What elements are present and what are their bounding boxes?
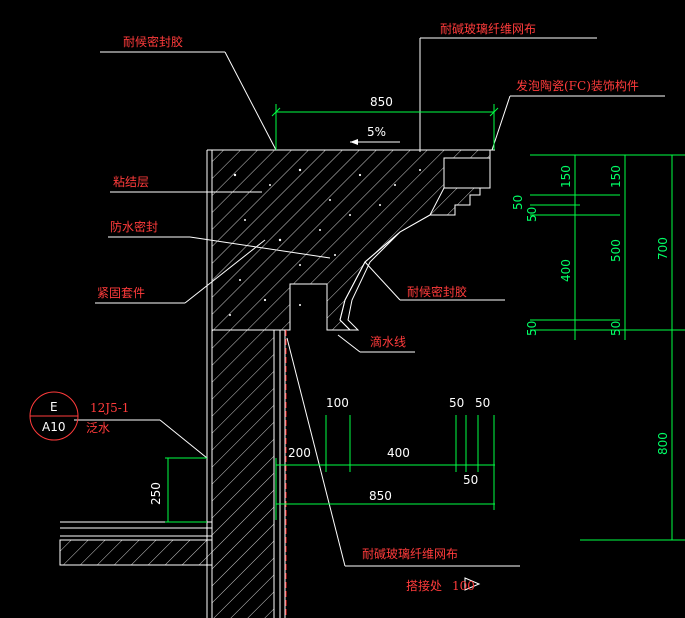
- floor-slab: [59, 521, 213, 566]
- dim-top-width: 850: [370, 95, 393, 109]
- dim-right-150-a: 150: [559, 165, 573, 188]
- dim-right-150-b: 150: [609, 165, 623, 188]
- detail-reference-circle: [29, 391, 79, 441]
- leader-lines: [74, 37, 665, 567]
- label-fixing-fastener: 紧固套件: [97, 286, 145, 300]
- dim-bottom-50-b: 50: [475, 396, 490, 410]
- label-bonding-layer: 粘结层: [113, 174, 149, 189]
- label-detail-bottom: A10: [42, 420, 65, 434]
- label-mesh-bottom: 耐碱玻璃纤维网布: [362, 547, 458, 561]
- dim-slope: 5%: [367, 125, 386, 139]
- label-fc-component: 发泡陶瓷(FC)装饰构件: [516, 78, 639, 93]
- dim-right-400: 400: [559, 259, 573, 282]
- label-detail-top: E: [50, 400, 58, 414]
- dim-bottom-200: 200: [288, 446, 311, 460]
- label-waterproof-seal: 防水密封: [110, 219, 158, 234]
- right-dimensions: [530, 154, 685, 541]
- top-dimension: [271, 104, 499, 150]
- wall-section: [206, 150, 286, 618]
- lap-arrow-icon: [464, 577, 481, 591]
- concrete-block: [211, 149, 491, 331]
- dim-right-500: 500: [609, 239, 623, 262]
- dim-bottom-50-a: 50: [449, 396, 464, 410]
- dim-left-250: 250: [149, 482, 163, 505]
- label-lap-joint: 搭接处: [406, 578, 442, 593]
- dim-bottom-850: 850: [369, 489, 392, 503]
- label-ref-code: 12J5-1: [90, 401, 129, 415]
- dim-bottom-400: 400: [387, 446, 410, 460]
- dim-bottom-50-c: 50: [463, 473, 478, 487]
- dim-right-50-b: 50: [525, 207, 539, 222]
- label-mesh-top: 耐碱玻璃纤维网布: [440, 22, 536, 36]
- label-drip-line: 滴水线: [370, 334, 406, 349]
- label-sealing-top: 耐候密封胶: [123, 34, 183, 49]
- dim-right-800: 800: [656, 432, 670, 455]
- dim-right-50-a: 50: [511, 195, 525, 210]
- label-sealing-mid: 耐候密封胶: [407, 284, 467, 299]
- left-dimension: [165, 457, 207, 523]
- dim-right-700: 700: [656, 237, 670, 260]
- dim-right-50-d: 50: [609, 321, 623, 336]
- label-lap-value: 100: [452, 579, 475, 593]
- label-ref-desc: 泛水: [86, 421, 110, 435]
- dim-bottom-100: 100: [326, 396, 349, 410]
- bottom-dimensions: [275, 415, 495, 520]
- dim-right-50-c: 50: [525, 321, 539, 336]
- concrete-aggregate: [229, 168, 421, 316]
